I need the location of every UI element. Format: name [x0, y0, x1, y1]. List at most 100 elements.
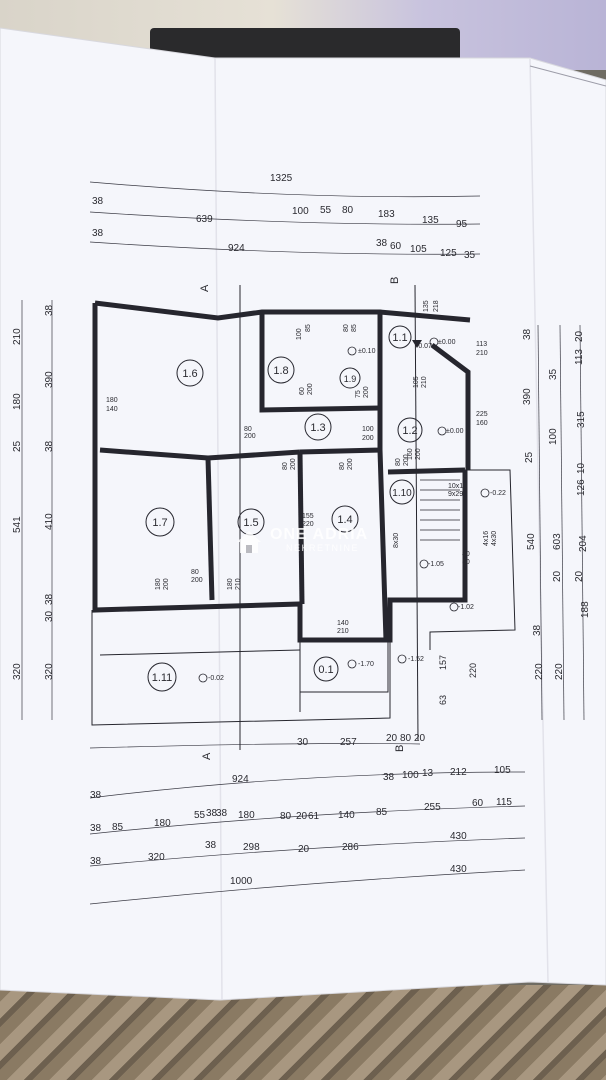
dim-right-16: 126 — [576, 479, 587, 496]
room-1-9: 1.9 — [344, 374, 357, 384]
dim-bottom-20: 60 — [472, 798, 484, 809]
drawing-text: 1325 38 639 100 55 80 183 135 95 38 924 … — [12, 173, 591, 887]
dim-bottom-24: 38 — [205, 840, 217, 851]
opening-28: 225 — [476, 411, 488, 418]
misc-1: 210 — [476, 350, 488, 357]
dim-left-11: 320 — [44, 663, 55, 680]
opening-29: 160 — [476, 420, 488, 427]
level-8: -1.52 — [408, 656, 424, 663]
room-1-1: 1.1 — [392, 332, 407, 344]
misc-5: 63 — [438, 695, 448, 705]
opening-22: 80 — [191, 569, 199, 576]
top-dimension-lines — [89, 181, 481, 255]
dim-bottom-15: 20 — [296, 811, 308, 822]
dim-right-18: 188 — [580, 601, 591, 618]
room-0-1: 0.1 — [318, 664, 333, 676]
dim-right-14: 315 — [576, 411, 587, 428]
dim-bottom-row1-3: 80 — [400, 733, 412, 744]
dim-right-17: 204 — [578, 535, 589, 552]
room-1-6: 1.6 — [182, 368, 197, 380]
dim-top-5: 80 — [342, 205, 354, 216]
dim-left-0: 210 — [12, 328, 23, 345]
dim-bottom-21: 115 — [496, 797, 512, 808]
dim-bottom-7: 38 — [90, 823, 102, 834]
opening-33: 200 — [415, 448, 422, 460]
opening-21: 200 — [163, 578, 170, 590]
dim-left-7: 320 — [12, 663, 23, 680]
dim-bottom-19: 255 — [424, 802, 441, 813]
opening-25: 210 — [337, 628, 349, 635]
stairs — [420, 479, 460, 541]
opening-32: 160 — [407, 448, 414, 460]
opening-36: 8x30 — [393, 533, 400, 548]
room-1-8: 1.8 — [273, 365, 288, 377]
opening-7: 200 — [307, 383, 314, 395]
opening-19: 220 — [302, 521, 314, 528]
opening-9: 85 — [351, 324, 358, 332]
tablecloth — [0, 985, 606, 1080]
room-1-3: 1.3 — [310, 422, 325, 434]
dim-bottom-row1-1: 257 — [340, 737, 357, 748]
opening-23: 200 — [191, 577, 203, 584]
dim-bottom-row1-0: 30 — [297, 737, 309, 748]
dim-top-4: 55 — [320, 205, 332, 216]
opening-35: 9x29 — [448, 491, 463, 498]
opening-12: 100 — [362, 426, 374, 433]
opening-8: 80 — [343, 324, 350, 332]
dim-top-15: 35 — [464, 250, 476, 261]
level-7: -1.70 — [358, 661, 374, 668]
opening-11: 200 — [363, 386, 370, 398]
left-dimension-lines — [21, 300, 53, 720]
opening-42: 210 — [235, 578, 242, 590]
dim-bottom-5: 105 — [494, 765, 511, 776]
dim-bottom-9: 180 — [154, 818, 171, 829]
room-1-7: 1.7 — [152, 517, 167, 529]
dim-top-12: 60 — [390, 241, 402, 252]
dim-right-3: 540 — [526, 533, 537, 550]
dim-bottom-row1-2: 20 — [386, 733, 398, 744]
opening-26: 105 — [413, 376, 420, 388]
dim-bottom-3: 13 — [422, 768, 434, 779]
dim-top-8: 95 — [456, 219, 468, 230]
dim-right-10: 20 — [552, 570, 563, 582]
dim-left-3: 541 — [12, 516, 23, 533]
watermark-sub: NEKRETNINE — [286, 543, 360, 553]
dim-left-8: 38 — [44, 304, 55, 316]
section-a-bottom: A — [201, 752, 213, 760]
dim-bottom-27: 286 — [342, 842, 359, 853]
bottom-dimension-lines — [89, 743, 526, 905]
dim-bottom-row1-4: 20 — [414, 733, 426, 744]
opening-18: 155 — [302, 513, 314, 520]
dim-right-6: 35 — [548, 368, 559, 380]
dim-right-19: 20 — [574, 570, 585, 582]
opening-4: 100 — [296, 328, 303, 340]
opening-15: 200 — [290, 458, 297, 470]
opening-41: 180 — [227, 578, 234, 590]
dim-bottom-25: 298 — [243, 842, 260, 853]
entrance-arrow — [412, 340, 422, 348]
opening-0: 180 — [106, 397, 118, 404]
level-3: ±0.00 — [446, 428, 464, 435]
opening-5: 85 — [305, 324, 312, 332]
level-1: ±0.00 — [438, 339, 456, 346]
opening-6: 60 — [299, 387, 306, 395]
dim-bottom-2: 100 — [402, 770, 419, 781]
dim-left-6: 38 — [44, 593, 55, 605]
watermark-name: ONE ADRIA — [270, 526, 369, 543]
level-4: -0.22 — [490, 490, 506, 497]
opening-14: 80 — [282, 462, 289, 470]
dim-bottom-29: 1000 — [230, 876, 253, 887]
opening-37: 4x16 — [483, 531, 490, 546]
dim-bottom-22: 38 — [90, 856, 102, 867]
level-markers — [198, 337, 490, 683]
dim-bottom-11: 38 — [206, 808, 218, 819]
dim-left-2: 25 — [12, 440, 23, 452]
dim-bottom-10: 55 — [194, 810, 206, 821]
opening-40: 50 — [462, 559, 470, 566]
dim-bottom-8: 85 — [112, 822, 124, 833]
dim-bottom-1: 38 — [383, 772, 395, 783]
opening-31: 200 — [403, 454, 410, 466]
opening-34: 10x16 — [448, 483, 467, 490]
dim-left-4: 410 — [44, 513, 55, 530]
room-markers — [145, 325, 423, 692]
